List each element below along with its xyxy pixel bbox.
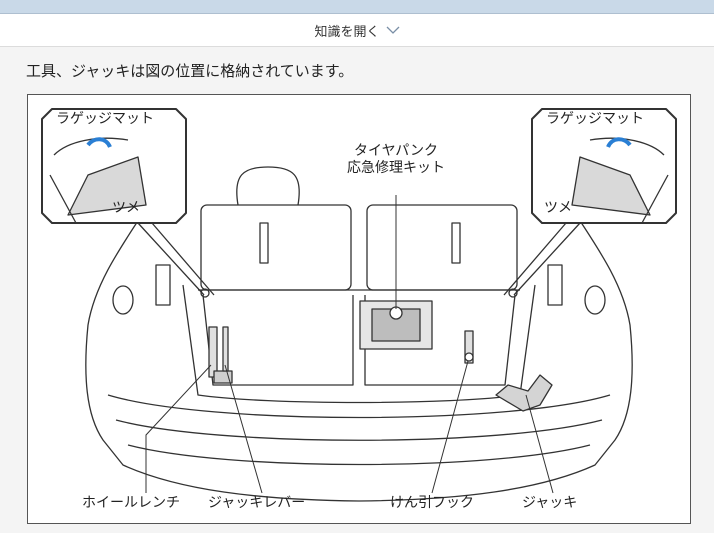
wheel-wrench-label: ホイールレンチ <box>82 495 180 511</box>
repair-kit-label: タイヤパンク 応急修理キット <box>338 143 454 177</box>
tool-storage-illustration: ラゲッジマット ツメ ラゲッジマット ツメ タイヤパンク 応急修理キット ホイー… <box>27 94 691 524</box>
expand-knowledge-button[interactable]: 知識を開く <box>0 14 714 47</box>
luggage-mat-label-left: ラゲッジマット <box>56 111 154 127</box>
tab-label-right: ツメ <box>544 200 572 216</box>
tab-label-left: ツメ <box>112 200 140 216</box>
jack-lever-label: ジャッキレバー <box>208 495 306 511</box>
chevron-down-icon <box>386 26 399 34</box>
storage-description: 工具、ジャッキは図の位置に格納されています。 <box>26 62 354 80</box>
tow-hook-label: けん引フック <box>390 495 474 511</box>
repair-kit-label-line2: 応急修理キット <box>347 160 445 176</box>
repair-kit-label-line1: タイヤパンク <box>354 143 438 159</box>
car-trunk-drawing <box>41 108 677 502</box>
luggage-mat-label-right: ラゲッジマット <box>546 111 644 127</box>
top-band <box>0 0 714 14</box>
expand-knowledge-label: 知識を開く <box>314 24 380 40</box>
jack-label: ジャッキ <box>522 495 578 511</box>
